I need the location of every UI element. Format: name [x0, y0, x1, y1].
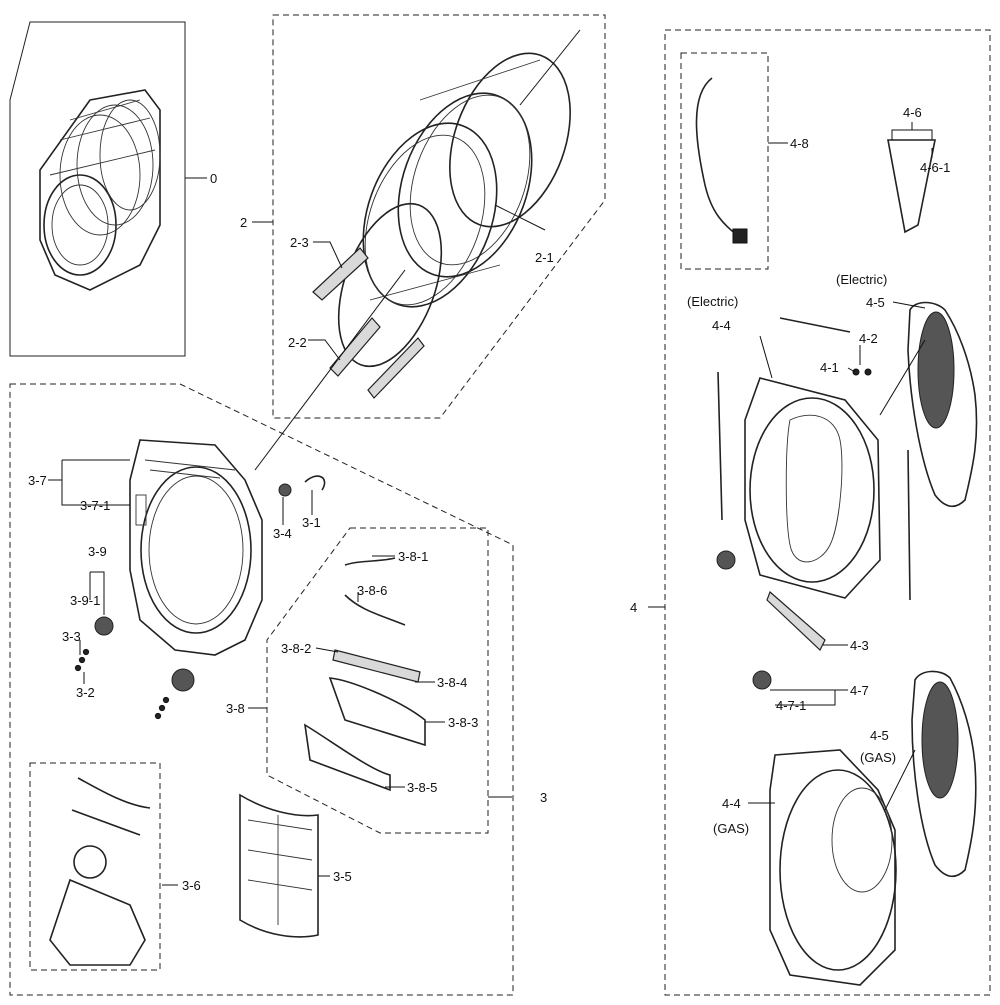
seal-strip-upper: [77, 777, 151, 809]
label-3-8-6: 3-8-6: [357, 583, 387, 598]
label-3-3: 3-3: [62, 629, 81, 644]
label-3-8-3: 3-8-3: [448, 715, 478, 730]
label-4-1: 4-1: [820, 360, 839, 375]
guide-part-3-8-4: [332, 649, 421, 683]
label-3-9: 3-9: [88, 544, 107, 559]
assembled-drum-part: [39, 89, 161, 291]
label-2: 2: [240, 215, 247, 230]
label-4-4-gas: 4-4: [722, 796, 741, 811]
wire-part-3-8-6: [344, 594, 406, 626]
label-3-8: 3-8: [226, 701, 245, 716]
roller-part-3-9-1: [94, 616, 114, 636]
label-4-6-1: 4-6-1: [920, 160, 950, 175]
rear-strip-right: [907, 449, 911, 601]
label-gas-rear: (GAS): [713, 821, 749, 836]
screw-4-1: [852, 368, 860, 376]
label-3-7-1: 3-7-1: [80, 498, 110, 513]
label-3-6: 3-6: [182, 878, 201, 893]
cover-part-3-8-1: [344, 557, 396, 566]
rear-panel-gas-4-4: [769, 749, 897, 986]
drum-lifter-bar: [367, 337, 425, 399]
label-3-7: 3-7: [28, 473, 47, 488]
heater-cover-electric-4-5: [907, 301, 978, 508]
bracket-part-4-3: [766, 590, 826, 651]
roller-part-lower: [171, 668, 195, 692]
label-2-2: 2-2: [288, 335, 307, 350]
assembly-0-frame: [9, 21, 186, 357]
power-cord-4-8: [695, 77, 739, 237]
screw-set-3-3: [74, 648, 170, 720]
harness-part-3-1: [304, 475, 326, 491]
heater-cover-gas-4-5: [911, 670, 977, 878]
drum-baffle-2-3: [312, 247, 369, 301]
label-3-5: 3-5: [333, 869, 352, 884]
group-4-8-frame: [680, 52, 769, 270]
label-3-4: 3-4: [273, 526, 292, 541]
drum-gasket-ring: [337, 202, 443, 368]
label-3-8-5: 3-8-5: [407, 780, 437, 795]
label-4: 4: [630, 600, 637, 615]
drum-baffle-2-2: [329, 317, 381, 377]
label-4-3: 4-3: [850, 638, 869, 653]
label-3-1: 3-1: [302, 515, 321, 530]
group-2-frame: [272, 14, 606, 419]
label-4-5-electric: 4-5: [866, 295, 885, 310]
bracket-top-4-4: [779, 317, 851, 333]
label-4-8: 4-8: [790, 136, 809, 151]
duct-part-3-8-3: [328, 677, 426, 747]
label-4-5-gas: 4-5: [870, 728, 889, 743]
o-ring: [73, 845, 107, 879]
drum-part-2-1: [362, 52, 571, 308]
label-3-8-1: 3-8-1: [398, 549, 428, 564]
rear-panel-electric-4-4: [744, 377, 881, 599]
group-3-6-frame: [29, 762, 161, 971]
rear-strip-left: [717, 371, 723, 521]
sensor-part-3-4: [278, 483, 292, 497]
label-0: 0: [210, 171, 217, 186]
label-3-8-4: 3-8-4: [437, 675, 467, 690]
group-3-8-frame: [266, 527, 489, 834]
duct-housing-3-6: [49, 878, 146, 966]
label-4-4-electric: 4-4: [712, 318, 731, 333]
lint-filter-part-3-5: [239, 793, 319, 938]
duct-part-3-8-5: [303, 723, 391, 792]
label-4-6: 4-6: [903, 105, 922, 120]
leader-lines: [48, 29, 933, 886]
label-electric-rear: (Electric): [687, 294, 738, 309]
seal-strip-lower: [71, 809, 141, 836]
label-gas-cover: (GAS): [860, 750, 896, 765]
label-3-2: 3-2: [76, 685, 95, 700]
label-2-3: 2-3: [290, 235, 309, 250]
label-4-2: 4-2: [859, 331, 878, 346]
heater-part-4-6: [887, 139, 936, 234]
cord-plug: [732, 228, 748, 244]
label-3: 3: [540, 790, 547, 805]
label-electric-cover: (Electric): [836, 272, 887, 287]
roller-rear-upper: [716, 550, 736, 570]
label-3-8-2: 3-8-2: [281, 641, 311, 656]
label-2-1: 2-1: [535, 250, 554, 265]
label-4-7-1: 4-7-1: [776, 698, 806, 713]
group-3-frame: [9, 383, 514, 996]
screw-4-2: [864, 368, 872, 376]
group-4-frame: [664, 29, 991, 996]
callout-labels: 0 2 2-1 2-2 2-3 3 3-1 3-2 3-3 3-4 3-5 3-…: [28, 105, 950, 893]
label-4-7: 4-7: [850, 683, 869, 698]
front-bracket-part-3-7: [129, 439, 263, 656]
label-3-9-1: 3-9-1: [70, 593, 100, 608]
roller-part-4-7: [752, 670, 772, 690]
